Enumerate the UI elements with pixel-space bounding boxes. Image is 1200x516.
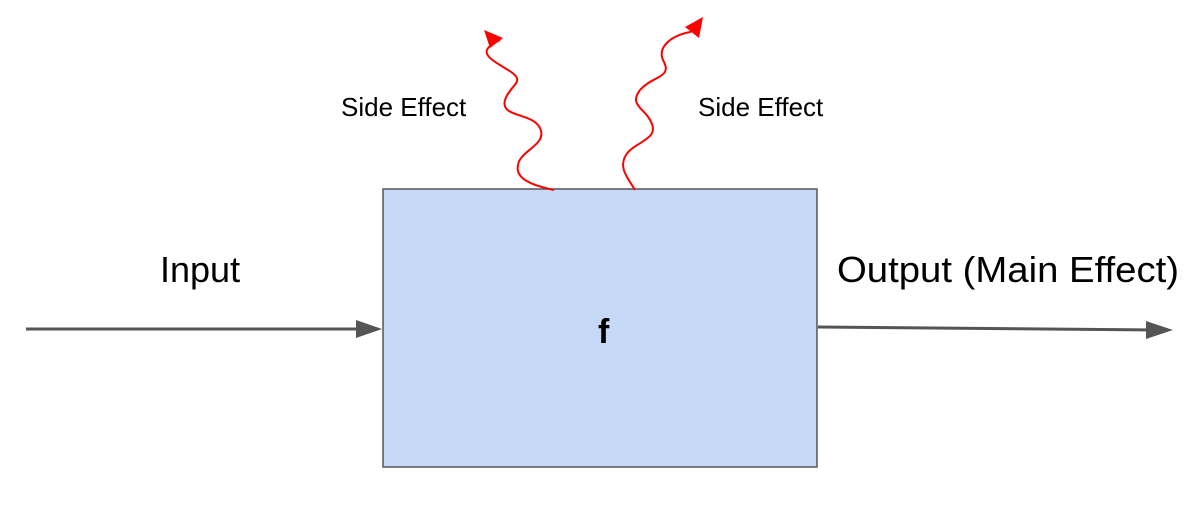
- side-effect-left-arrow: [485, 39, 555, 191]
- side-effect-left-label: Side Effect: [341, 92, 467, 122]
- side-effect-right-label: Side Effect: [698, 92, 824, 122]
- function-box: [382, 188, 818, 468]
- side-effect-right-arrowhead: [685, 17, 703, 38]
- function-label: f: [598, 313, 610, 351]
- input-arrowhead: [356, 320, 382, 338]
- input-label: Input: [160, 249, 240, 290]
- output-arrow: [817, 325, 1153, 332]
- side-effect-left-arrowhead: [484, 30, 503, 48]
- output-arrowhead: [1146, 321, 1173, 339]
- output-label: Output (Main Effect): [837, 249, 1179, 290]
- side-effect-right-arrow: [622, 29, 695, 191]
